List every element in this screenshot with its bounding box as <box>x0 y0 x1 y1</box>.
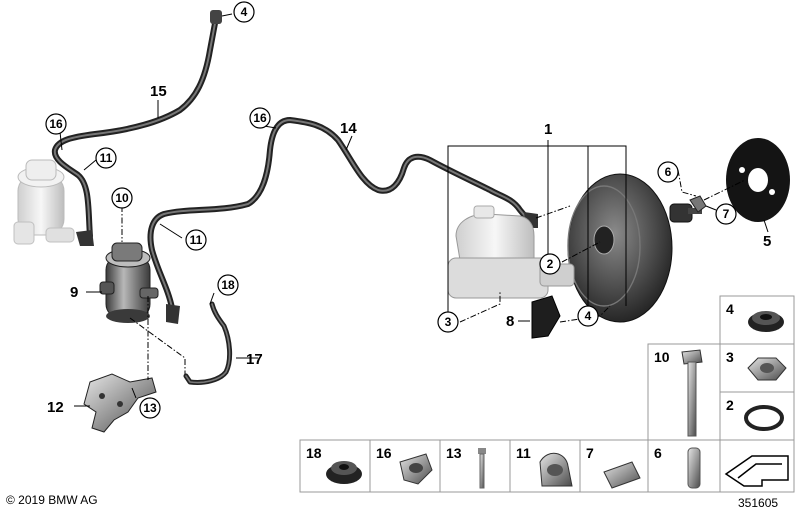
callout-18: 18 <box>217 274 239 296</box>
leader-lines <box>59 13 769 407</box>
table-part-nut <box>747 357 787 381</box>
callout-10-left: 10 <box>111 187 133 209</box>
svg-text:11: 11 <box>190 233 203 247</box>
table-part-clip-7 <box>603 461 641 489</box>
diagram-number: 351605 <box>738 496 779 510</box>
table-part-clip-11 <box>539 452 573 487</box>
callout-13-left: 13 <box>139 397 161 419</box>
label-12: 12 <box>47 399 64 416</box>
table-part-clip-16 <box>399 453 433 485</box>
callout-3-booster: 3 <box>437 311 459 333</box>
table-label-4: 4 <box>726 301 734 317</box>
hose-14 <box>147 117 538 324</box>
arrow-icon <box>724 455 789 487</box>
label-9: 9 <box>70 284 78 301</box>
copyright-text: © 2019 BMW AG <box>6 493 98 507</box>
callout-4-booster: 4 <box>577 305 599 327</box>
svg-text:4: 4 <box>585 309 592 323</box>
svg-text:6: 6 <box>665 165 672 179</box>
part-labels: 15 14 1 9 17 12 8 5 <box>47 83 771 416</box>
table-label-2: 2 <box>726 397 734 413</box>
table-label-16: 16 <box>376 445 392 461</box>
table-label-7: 7 <box>586 445 594 461</box>
vacuum-pump <box>99 242 159 323</box>
callout-4-top: 4 <box>233 1 255 23</box>
pressure-sensor <box>531 295 561 339</box>
pump-bracket <box>83 373 157 433</box>
table-part-o-ring <box>744 405 784 431</box>
callout-11-mid: 11 <box>185 229 207 251</box>
table-label-13: 13 <box>446 445 462 461</box>
label-5: 5 <box>763 233 771 250</box>
svg-text:2: 2 <box>547 257 554 271</box>
label-17: 17 <box>246 351 263 368</box>
label-8: 8 <box>506 313 514 330</box>
callout-2-booster: 2 <box>539 253 561 275</box>
label-15: 15 <box>150 83 167 100</box>
table-part-rivet <box>478 448 486 489</box>
svg-text:16: 16 <box>49 117 63 131</box>
svg-text:18: 18 <box>221 278 235 292</box>
svg-text:4: 4 <box>241 5 248 19</box>
callout-11-left: 11 <box>95 147 117 169</box>
svg-text:11: 11 <box>100 151 113 165</box>
table-part-bolt <box>681 349 703 437</box>
callout-7-booster: 7 <box>715 203 737 225</box>
table-part-grommet <box>748 311 784 332</box>
gasket <box>726 138 790 222</box>
table-label-10: 10 <box>654 349 670 365</box>
svg-text:3: 3 <box>445 315 452 329</box>
label-1: 1 <box>544 121 552 138</box>
table-label-11: 11 <box>516 445 531 461</box>
label-14: 14 <box>340 120 357 137</box>
svg-text:13: 13 <box>143 401 157 415</box>
callout-6-booster: 6 <box>657 161 679 183</box>
hose-15 <box>51 10 222 246</box>
callout-16-mid: 16 <box>249 107 271 129</box>
svg-text:7: 7 <box>723 207 730 221</box>
svg-text:10: 10 <box>115 191 129 205</box>
master-cylinder <box>447 205 575 299</box>
callout-16-left: 16 <box>45 113 67 135</box>
table-label-3: 3 <box>726 349 734 365</box>
hose-17 <box>183 301 233 385</box>
table-label-6: 6 <box>654 445 662 461</box>
ghost-vacuum-pump <box>13 159 75 245</box>
brake-booster <box>567 173 702 323</box>
table-part-grommet-small <box>326 461 362 484</box>
svg-text:16: 16 <box>253 111 267 125</box>
table-part-pin <box>687 447 701 489</box>
table-label-18: 18 <box>306 445 322 461</box>
